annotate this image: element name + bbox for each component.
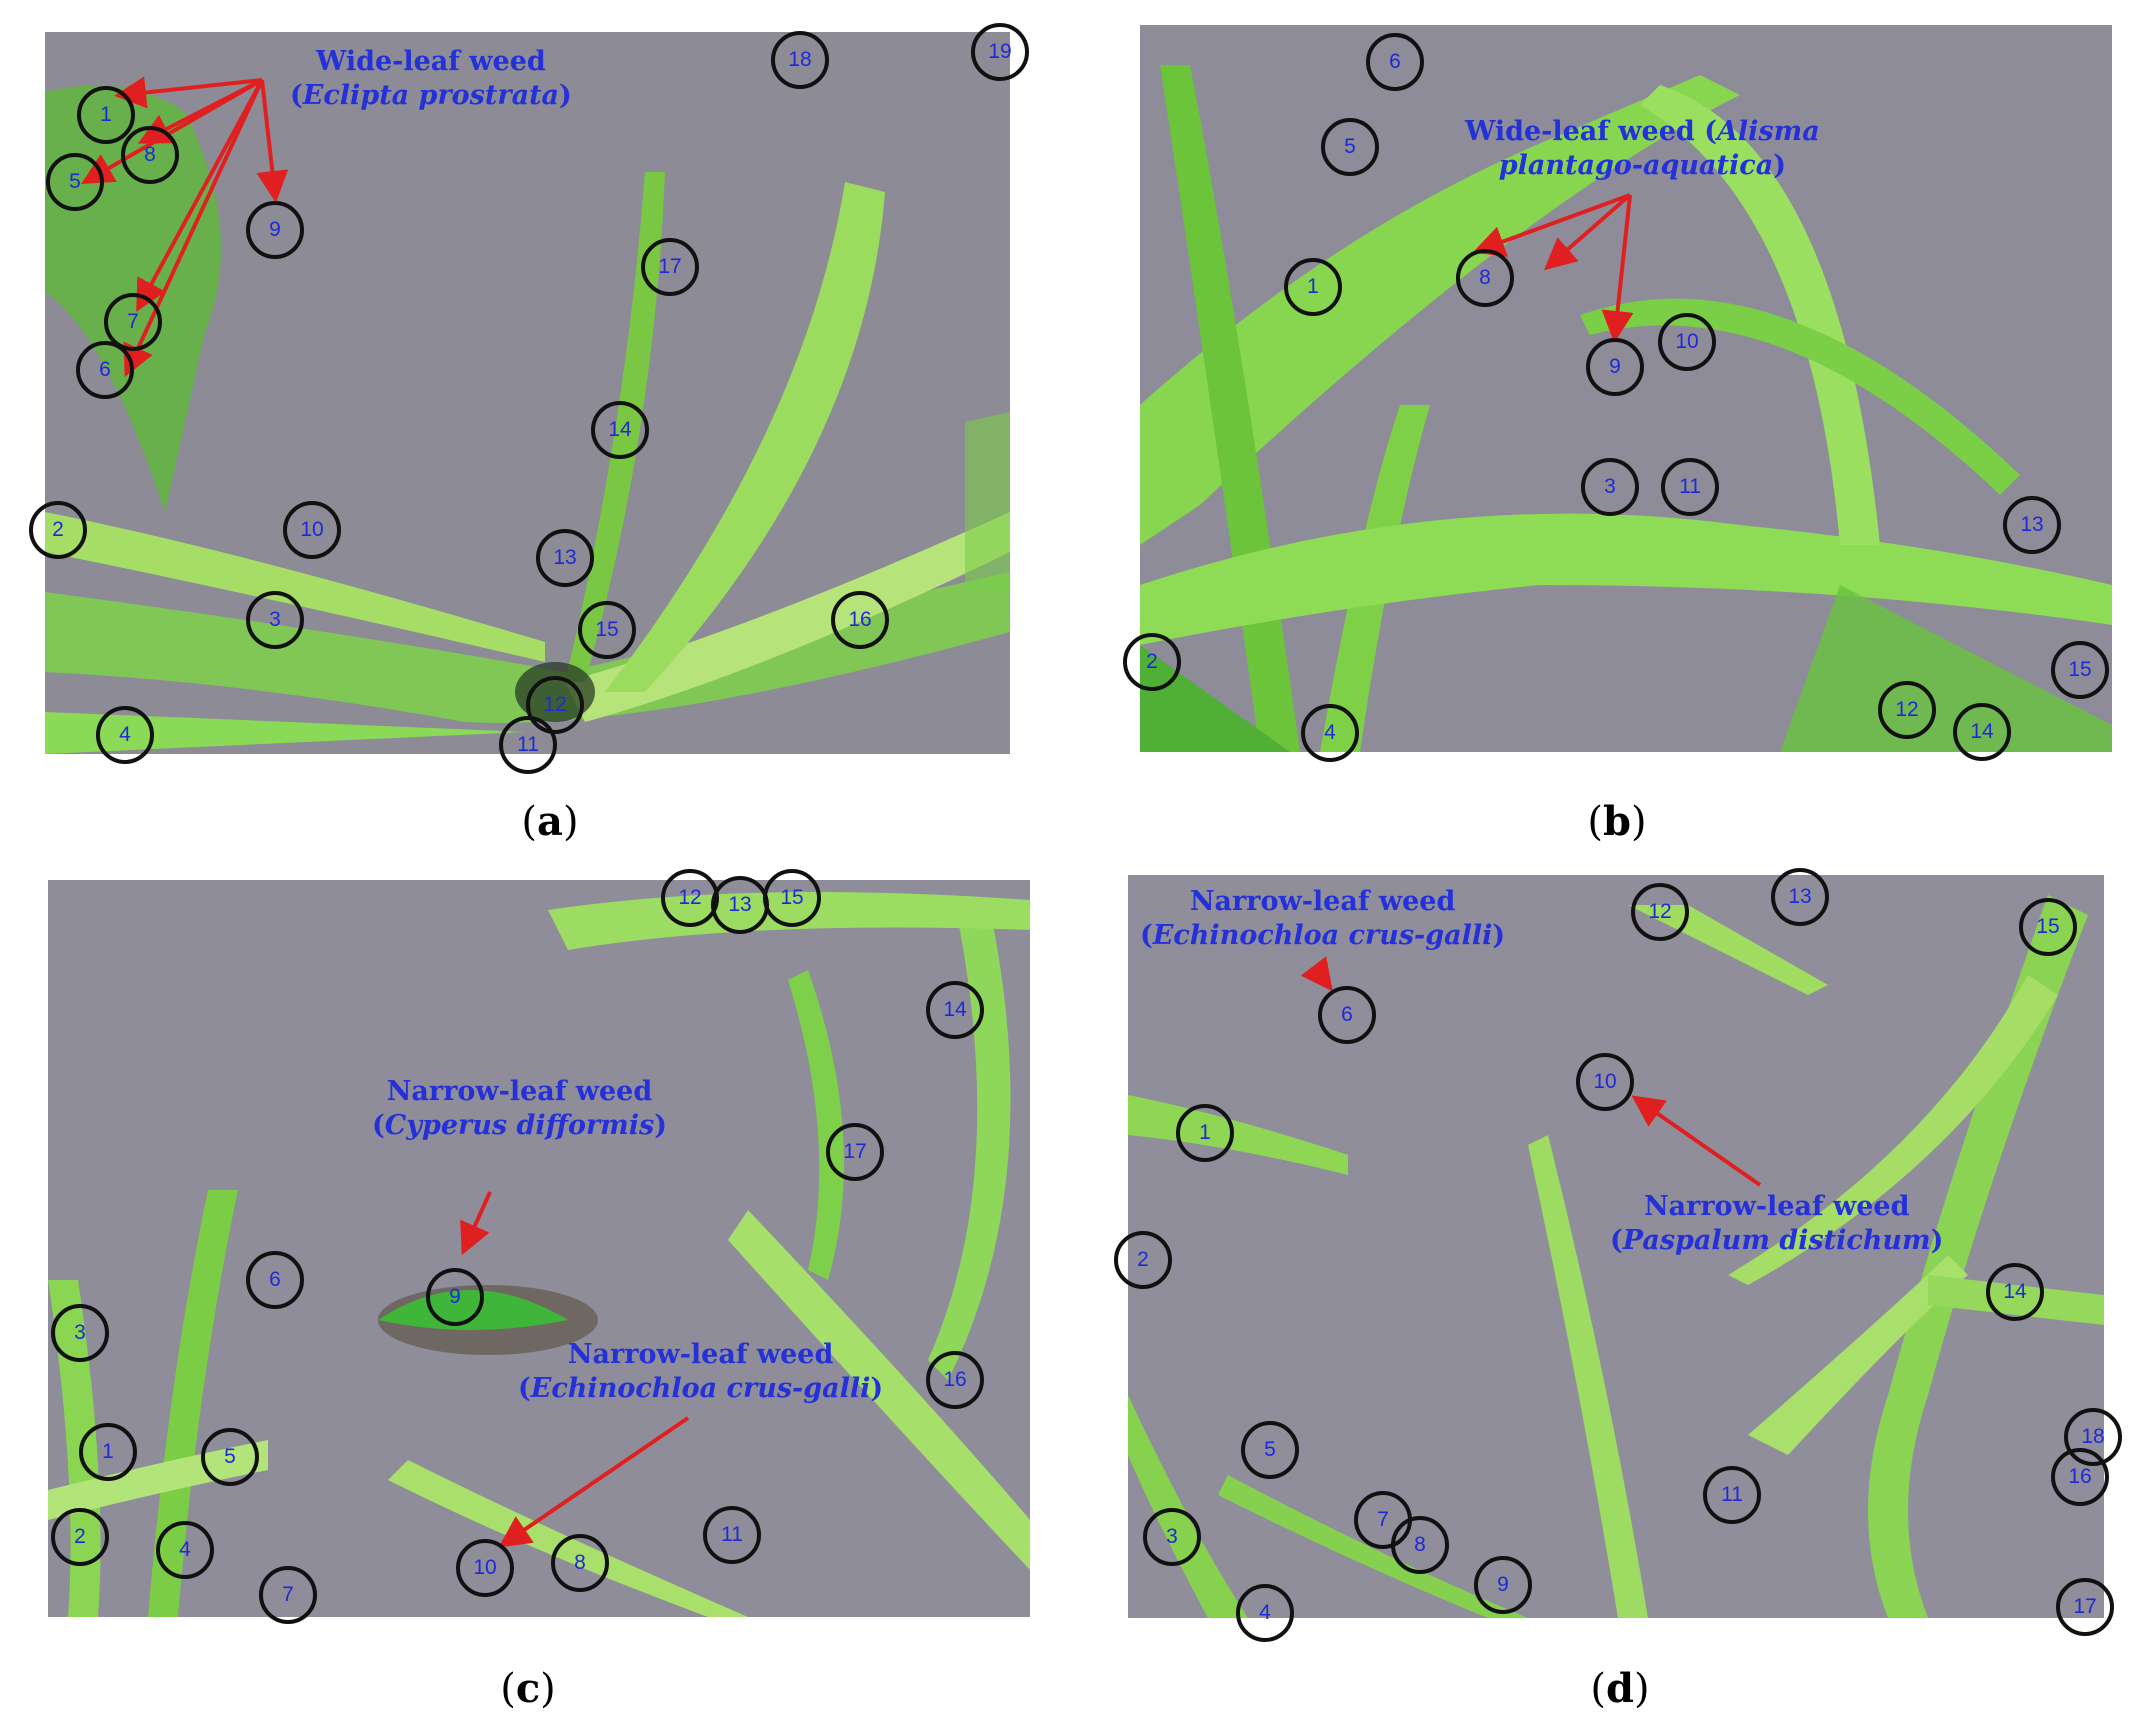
marker-c: 15 xyxy=(763,869,821,927)
marker-a: 2 xyxy=(29,501,87,559)
marker-a: 6 xyxy=(76,341,134,399)
marker-d: 13 xyxy=(1771,868,1829,926)
caption-b: (b) xyxy=(1587,798,1647,845)
annotation-c-echinochloa: Narrow-leaf weed (Echinochloa crus-galli… xyxy=(518,1339,884,1404)
marker-c: 7 xyxy=(259,1566,317,1624)
marker-a: 7 xyxy=(104,293,162,351)
annotation-b-species-part1: Alisma xyxy=(1716,116,1820,147)
marker-a: 11 xyxy=(499,716,557,774)
marker-c: 1 xyxy=(79,1423,137,1481)
annotation-c-cyperus: Narrow-leaf weed (Cyperus difformis) xyxy=(372,1076,667,1141)
marker-b: 5 xyxy=(1321,118,1379,176)
annotation-b-alisma: Wide-leaf weed (Alisma plantago-aquatica… xyxy=(1465,116,1820,181)
marker-b: 13 xyxy=(2003,496,2061,554)
marker-a: 9 xyxy=(246,201,304,259)
annotation-d-echinochloa: Narrow-leaf weed (Echinochloa crus-galli… xyxy=(1140,886,1506,951)
marker-c: 12 xyxy=(661,869,719,927)
marker-d: 8 xyxy=(1391,1516,1449,1574)
annotation-d1-species: Echinochloa crus-galli xyxy=(1152,920,1493,951)
marker-c: 6 xyxy=(246,1251,304,1309)
marker-b: 11 xyxy=(1661,458,1719,516)
marker-c: 13 xyxy=(711,876,769,934)
panel-d-field-image xyxy=(1128,875,2104,1618)
marker-d: 3 xyxy=(1143,1508,1201,1566)
annotation-c2-species: Echinochloa crus-galli xyxy=(530,1373,871,1404)
marker-c: 17 xyxy=(826,1123,884,1181)
marker-c: 8 xyxy=(551,1534,609,1592)
marker-d: 4 xyxy=(1236,1584,1294,1642)
marker-c: 2 xyxy=(51,1508,109,1566)
marker-a: 19 xyxy=(971,23,1029,81)
marker-a: 8 xyxy=(121,126,179,184)
marker-d: 10 xyxy=(1576,1053,1634,1111)
annotation-b-line1: Wide-leaf weed ( xyxy=(1465,116,1717,147)
marker-a: 18 xyxy=(771,31,829,89)
marker-c: 10 xyxy=(456,1539,514,1597)
panel-c-photo xyxy=(48,880,1030,1617)
marker-d: 12 xyxy=(1631,883,1689,941)
annotation-c1-line1: Narrow-leaf weed xyxy=(386,1076,653,1107)
marker-a: 4 xyxy=(96,706,154,764)
marker-b: 3 xyxy=(1581,458,1639,516)
marker-a: 10 xyxy=(283,501,341,559)
marker-a: 15 xyxy=(578,601,636,659)
marker-c: 9 xyxy=(426,1268,484,1326)
panel-a-field-image xyxy=(45,32,1010,754)
marker-d: 15 xyxy=(2019,898,2077,956)
marker-d: 17 xyxy=(2056,1578,2114,1636)
marker-b: 2 xyxy=(1123,633,1181,691)
marker-b: 4 xyxy=(1301,704,1359,762)
annotation-a-eclipta: Wide-leaf weed (Eclipta prostrata) xyxy=(290,46,572,111)
marker-c: 5 xyxy=(201,1428,259,1486)
marker-b: 8 xyxy=(1456,249,1514,307)
marker-d: 14 xyxy=(1986,1263,2044,1321)
annotation-a-species: Eclipta prostrata xyxy=(302,80,560,111)
annotation-b-species-part2: plantago-aquatica xyxy=(1498,150,1774,181)
marker-b: 15 xyxy=(2051,641,2109,699)
annotation-c2-line1: Narrow-leaf weed xyxy=(567,1339,834,1370)
marker-b: 9 xyxy=(1586,338,1644,396)
marker-a: 17 xyxy=(641,238,699,296)
caption-c: (c) xyxy=(500,1665,556,1712)
marker-a: 12 xyxy=(526,676,584,734)
annotation-d1-line1: Narrow-leaf weed xyxy=(1189,886,1456,917)
annotation-d2-species: Paspalum distichum xyxy=(1622,1225,1931,1256)
marker-a: 3 xyxy=(246,591,304,649)
marker-c: 14 xyxy=(926,981,984,1039)
marker-c: 3 xyxy=(51,1304,109,1362)
marker-b: 1 xyxy=(1284,258,1342,316)
panel-c-field-image xyxy=(48,880,1030,1617)
marker-b: 10 xyxy=(1658,313,1716,371)
panel-d-photo xyxy=(1128,875,2104,1618)
marker-c: 4 xyxy=(156,1521,214,1579)
marker-b: 14 xyxy=(1953,703,2011,761)
marker-d: 11 xyxy=(1703,1466,1761,1524)
annotation-d-paspalum: Narrow-leaf weed (Paspalum distichum) xyxy=(1610,1191,1944,1256)
marker-a: 13 xyxy=(536,529,594,587)
marker-a: 16 xyxy=(831,591,889,649)
annotation-d2-line1: Narrow-leaf weed xyxy=(1643,1191,1910,1222)
marker-c: 16 xyxy=(926,1351,984,1409)
panel-a-photo xyxy=(45,32,1010,754)
marker-d: 9 xyxy=(1474,1556,1532,1614)
marker-b: 12 xyxy=(1878,681,1936,739)
marker-c: 11 xyxy=(703,1506,761,1564)
marker-a: 1 xyxy=(77,86,135,144)
marker-d: 2 xyxy=(1114,1231,1172,1289)
marker-d: 16 xyxy=(2051,1448,2109,1506)
annotation-c1-species: Cyperus difformis xyxy=(384,1110,655,1141)
marker-d: 6 xyxy=(1318,986,1376,1044)
marker-d: 5 xyxy=(1241,1421,1299,1479)
annotation-a-line1: Wide-leaf weed xyxy=(316,46,546,77)
caption-a: (a) xyxy=(521,798,579,845)
marker-d: 1 xyxy=(1176,1104,1234,1162)
marker-a: 14 xyxy=(591,401,649,459)
marker-b: 6 xyxy=(1366,33,1424,91)
marker-a: 5 xyxy=(46,153,104,211)
caption-d: (d) xyxy=(1590,1665,1650,1712)
